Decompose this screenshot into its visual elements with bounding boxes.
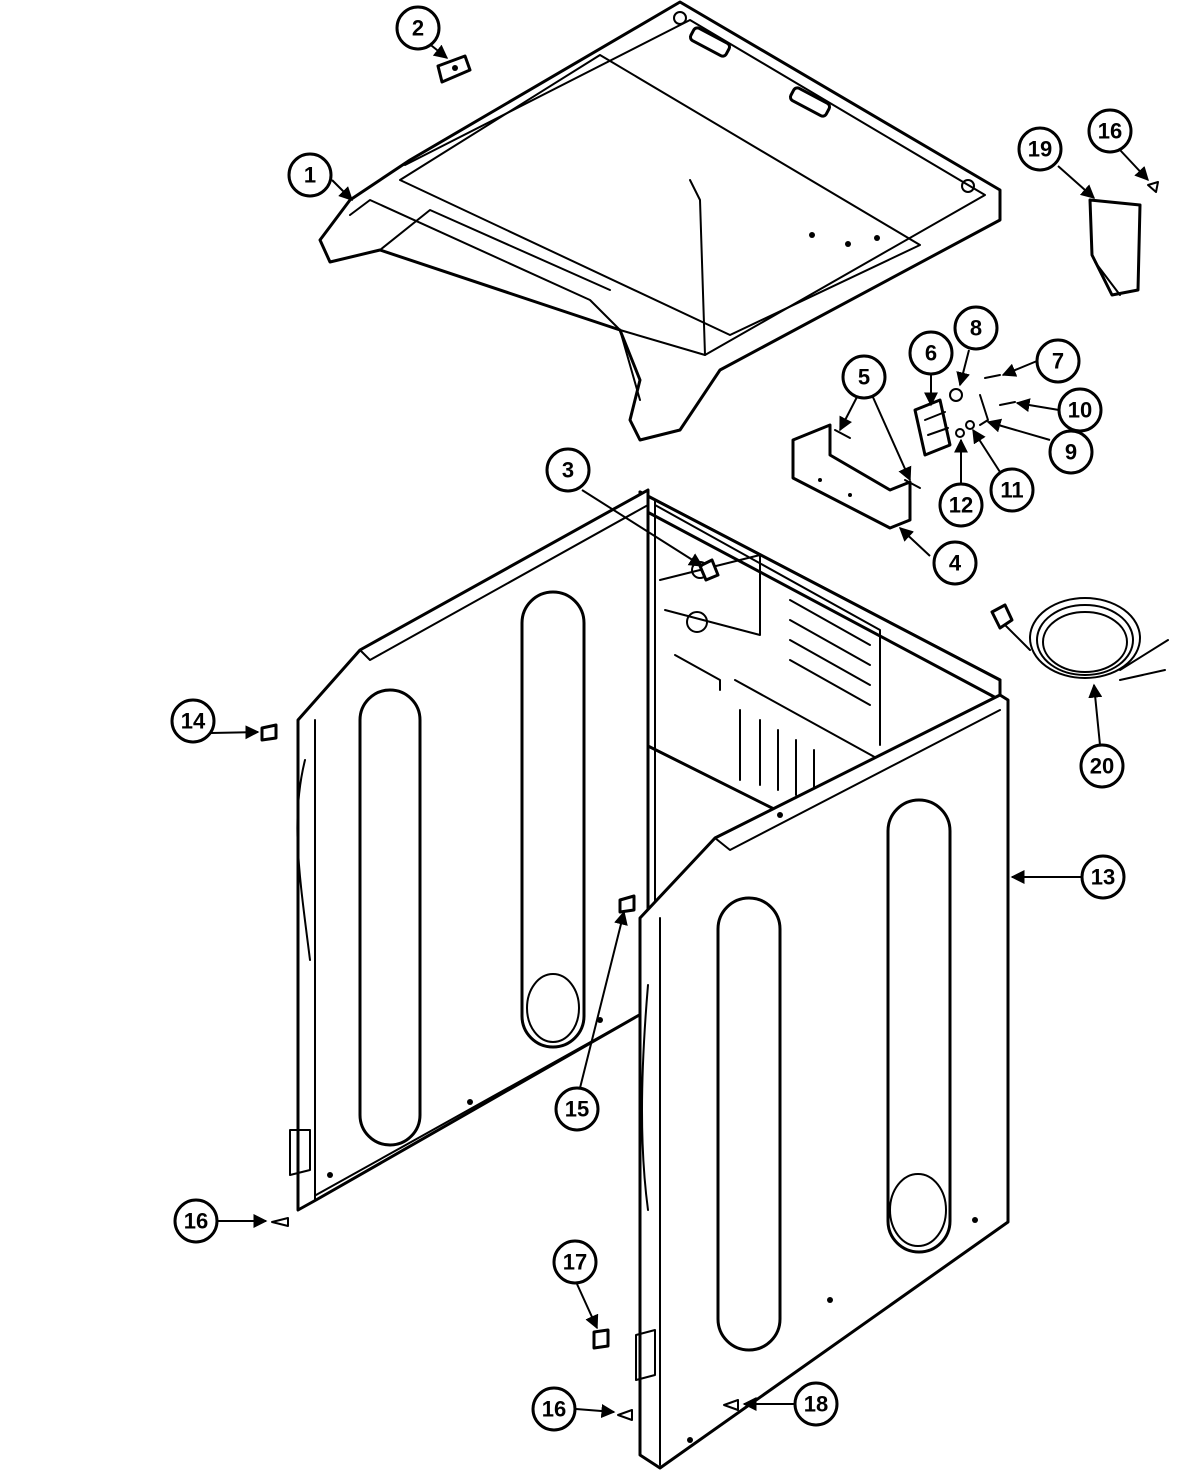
callout-2: 2 <box>395 5 441 51</box>
terminal-block <box>913 398 952 457</box>
callout-11: 11 <box>989 467 1035 513</box>
svg-text:17: 17 <box>563 1250 587 1275</box>
screw-icons <box>271 181 1159 1421</box>
callout-14: 14 <box>170 698 216 744</box>
svg-text:14: 14 <box>181 709 206 734</box>
svg-text:13: 13 <box>1091 865 1115 890</box>
svg-text:16: 16 <box>542 1397 566 1422</box>
top-cover <box>318 0 1002 442</box>
svg-text:8: 8 <box>970 316 982 341</box>
svg-text:2: 2 <box>412 16 424 41</box>
clip-14 <box>260 723 278 742</box>
svg-text:10: 10 <box>1068 398 1092 423</box>
clip-17 <box>592 1328 610 1350</box>
callout-16-left: 16 <box>173 1198 219 1244</box>
callout-16-top: 16 <box>1087 108 1133 154</box>
hinge-bracket <box>436 54 472 84</box>
svg-text:6: 6 <box>925 341 937 366</box>
power-cord <box>990 597 1169 681</box>
callout-7: 7 <box>1035 338 1081 384</box>
svg-text:19: 19 <box>1028 137 1052 162</box>
callout-10: 10 <box>1057 387 1103 433</box>
callout-5: 5 <box>841 354 887 400</box>
callout-1: 1 <box>287 152 333 198</box>
callout-8: 8 <box>953 305 999 351</box>
callout-17: 17 <box>552 1239 598 1285</box>
svg-text:7: 7 <box>1052 349 1064 374</box>
panel-clip <box>698 558 720 582</box>
callout-19: 19 <box>1017 126 1063 172</box>
callout-3: 3 <box>545 447 591 493</box>
callout-9: 9 <box>1048 429 1094 475</box>
side-bracket <box>1088 198 1142 297</box>
callout-15: 15 <box>554 1086 600 1132</box>
svg-text:15: 15 <box>565 1097 589 1122</box>
svg-text:20: 20 <box>1090 754 1114 779</box>
svg-text:5: 5 <box>858 365 870 390</box>
callout-16-bottom: 16 <box>531 1386 577 1432</box>
clip-15 <box>618 894 636 914</box>
callout-18: 18 <box>793 1381 839 1427</box>
front-panel <box>635 693 1010 1470</box>
svg-text:16: 16 <box>184 1209 208 1234</box>
callout-12: 12 <box>938 482 984 528</box>
svg-text:3: 3 <box>562 458 574 483</box>
svg-text:4: 4 <box>949 551 962 576</box>
svg-text:11: 11 <box>1000 478 1023 503</box>
callout-20: 20 <box>1079 743 1125 789</box>
cabinet-body <box>289 488 1002 1212</box>
leader-lines <box>210 41 1149 1418</box>
svg-text:18: 18 <box>804 1392 828 1417</box>
svg-text:12: 12 <box>949 493 973 518</box>
svg-text:1: 1 <box>304 163 316 188</box>
callout-4: 4 <box>932 540 978 586</box>
svg-text:16: 16 <box>1098 119 1122 144</box>
callout-6: 6 <box>908 330 954 376</box>
svg-text:9: 9 <box>1065 440 1077 465</box>
callout-13: 13 <box>1080 854 1126 900</box>
